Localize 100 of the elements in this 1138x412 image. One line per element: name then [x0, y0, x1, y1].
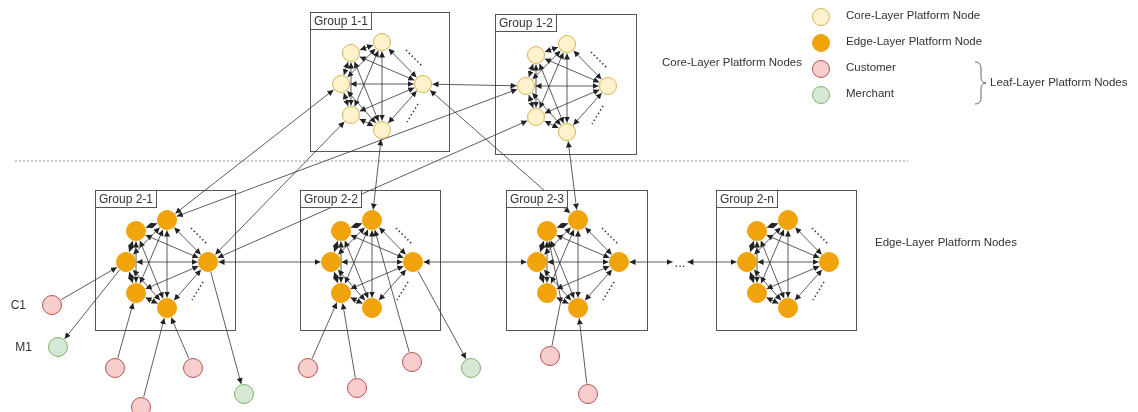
arrow	[766, 265, 820, 290]
layer-label: Leaf-Layer Platform Nodes	[990, 76, 1128, 88]
arrow	[584, 227, 613, 255]
arrow	[544, 120, 559, 129]
core-node-circle	[558, 123, 576, 141]
arrow	[369, 230, 375, 298]
arrow	[753, 227, 782, 255]
group-box	[95, 190, 236, 331]
merchant-circle	[461, 358, 481, 378]
arrow	[432, 81, 517, 89]
customer-circle	[105, 358, 125, 378]
arrow	[337, 227, 366, 255]
arrow	[342, 61, 350, 76]
arrow	[145, 222, 158, 229]
arrow	[544, 58, 600, 83]
core-node-circle	[527, 46, 545, 64]
edge-node-circle	[819, 252, 839, 272]
arrow	[543, 227, 572, 255]
arrow	[556, 222, 569, 229]
arrow	[388, 48, 417, 78]
core-node-circle	[373, 121, 391, 139]
edge-node-circle	[126, 221, 146, 241]
arrow	[794, 227, 823, 255]
arrow	[556, 234, 610, 259]
merchant-circle	[234, 384, 254, 404]
arrow	[350, 222, 363, 229]
arrow	[379, 51, 385, 121]
arrow	[687, 259, 737, 265]
arrow	[350, 297, 363, 304]
arrow	[556, 265, 610, 290]
arrow	[145, 265, 199, 290]
group-box	[495, 14, 637, 155]
arrow	[754, 241, 760, 283]
group-title: Group 2-1	[95, 190, 158, 208]
arrow	[766, 222, 779, 229]
arrow	[584, 269, 613, 301]
arrow	[535, 83, 599, 89]
core-node-circle	[342, 44, 360, 62]
arrow	[766, 297, 779, 304]
ellipsis-text: ...	[674, 254, 686, 270]
edge-node-circle	[568, 210, 588, 230]
arrow	[145, 297, 158, 304]
arrow	[128, 240, 134, 253]
arrow	[378, 227, 407, 255]
arrow	[572, 92, 603, 126]
core-node-circle	[599, 77, 617, 95]
edge-node-circle	[157, 298, 177, 318]
customer-circle	[42, 295, 62, 315]
edge-node-circle	[321, 252, 341, 272]
arrow	[342, 92, 350, 107]
arrow	[348, 62, 354, 106]
arrow	[350, 81, 414, 87]
arrow	[785, 230, 791, 298]
arrow	[544, 241, 550, 283]
node-caption: M1	[15, 340, 32, 354]
edge-node-circle	[198, 252, 218, 272]
arrow	[575, 230, 581, 298]
edge-node-circle	[537, 283, 557, 303]
arrow	[378, 269, 407, 301]
edge-node-circle	[116, 252, 136, 272]
arrow	[527, 94, 535, 109]
arrow	[564, 53, 570, 123]
arrow	[350, 234, 404, 259]
arrow	[350, 265, 404, 290]
arrow	[556, 297, 569, 304]
customer-circle	[578, 384, 598, 404]
edge-node-circle	[778, 298, 798, 318]
arrow	[547, 259, 609, 265]
arrow	[573, 50, 602, 80]
arrow	[341, 259, 403, 265]
group-title: Group 1-2	[495, 14, 558, 32]
arrow	[794, 269, 823, 301]
edge-node-circle	[157, 210, 177, 230]
arrow	[164, 230, 170, 298]
arrow	[532, 50, 561, 80]
group-box	[300, 190, 441, 331]
arrow	[333, 271, 339, 284]
node-caption: C1	[10, 298, 26, 312]
group-title: Group 2-n	[716, 190, 779, 208]
customer-circle	[402, 352, 422, 372]
arrow	[749, 271, 755, 284]
arrow	[347, 48, 376, 78]
arrow	[544, 46, 559, 53]
arrow	[136, 259, 198, 265]
customer-circle	[183, 358, 203, 378]
arrow	[359, 44, 374, 51]
arrow	[539, 240, 545, 253]
arrow	[527, 63, 535, 78]
group-box	[716, 190, 857, 331]
arrow	[749, 240, 755, 253]
group-box	[506, 190, 648, 331]
layer-label: Core-Layer Platform Nodes	[662, 56, 802, 68]
arrow	[128, 271, 134, 284]
arrow	[359, 87, 415, 112]
arrow	[132, 227, 161, 255]
edge-node-circle	[778, 210, 798, 230]
customer-circle	[298, 358, 318, 378]
core-node-circle	[558, 35, 576, 53]
arrow	[359, 56, 415, 81]
edge-node-circle	[609, 252, 629, 272]
